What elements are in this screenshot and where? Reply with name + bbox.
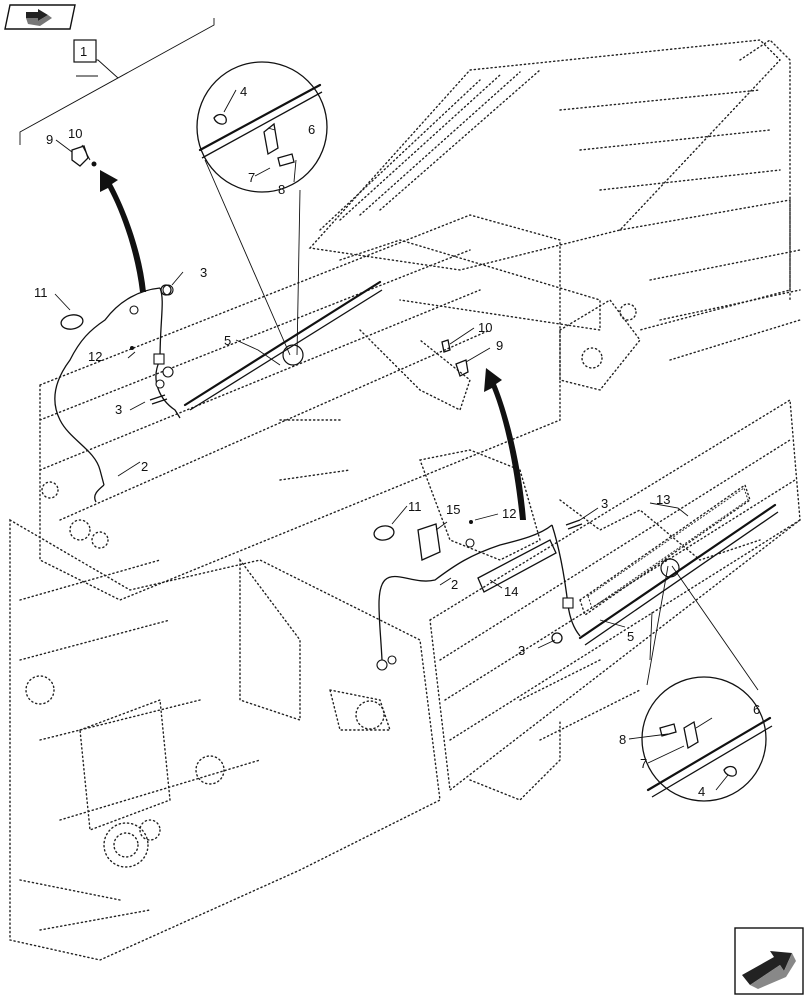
callout-9-right: 9 [496,338,503,353]
callout-3-left-top: 3 [200,265,207,280]
callout-8-top: 8 [278,182,285,197]
callout-6-top: 6 [308,122,315,137]
assembly-bracket-line [19,18,215,145]
callout-3-right-top: 3 [601,496,608,511]
callout-15: 15 [446,502,460,517]
callout-10-left: 10 [68,126,82,141]
detail-view-bottom [641,558,773,802]
previous-page-button[interactable] [4,4,76,30]
callout-5-left: 5 [224,333,231,348]
callout-14: 14 [504,584,518,599]
callout-3-right-bottom: 3 [518,643,525,658]
next-page-arrow-icon [734,927,804,995]
callout-2-left: 2 [141,459,148,474]
callout-6-bottom: 6 [753,702,760,717]
left-wiring-harness [54,284,181,503]
right-wiring-harness [376,524,581,671]
leader-lines [54,75,729,791]
detail-view-top [196,61,328,366]
callout-3-left-bottom: 3 [115,402,122,417]
machine-frame [9,39,801,961]
plate-13 [587,487,749,609]
callout-box-1 [73,39,97,63]
bracket-15 [417,523,441,561]
guide-rail-left [183,280,383,411]
previous-page-arrow-icon [4,4,76,30]
callout-11-left: 11 [34,285,48,300]
callout-8-bottom: 8 [619,732,626,747]
callout-4-top: 4 [240,84,247,99]
callout-7-top: 7 [248,170,255,185]
callout-13: 13 [656,492,670,507]
callout-5-right: 5 [627,629,634,644]
callout-2-right: 2 [451,577,458,592]
callout-7-bottom: 7 [640,756,647,771]
callout-1: 1 [80,44,87,59]
callout-4-bottom: 4 [698,784,705,799]
callout-9-left: 9 [46,132,53,147]
callout-12-right: 12 [502,506,516,521]
callout-labels: 1 2 2 3 3 3 3 4 4 5 5 6 6 7 7 8 8 9 9 10… [34,44,760,799]
assembly-arrow-right [484,368,526,520]
callout-11-right: 11 [408,499,422,514]
next-page-button[interactable] [734,927,804,995]
guide-rail-right [578,483,779,646]
callout-12-left: 12 [88,349,102,364]
plate-14 [477,539,557,593]
callout-10-right: 10 [478,320,492,335]
loose-parts [60,145,583,644]
assembly-arrow-left [100,170,146,292]
